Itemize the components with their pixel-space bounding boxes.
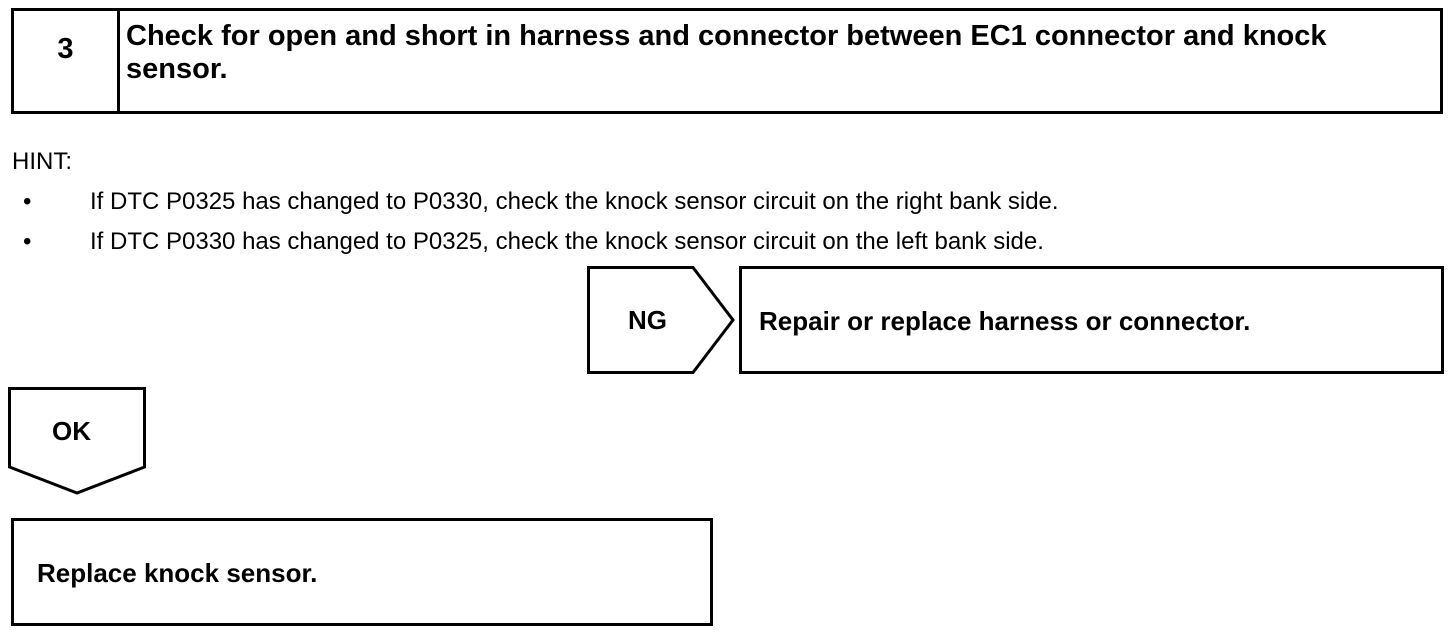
hint-item-2: If DTC P0330 has changed to P0325, check…: [90, 228, 1044, 255]
step-header-box: 3: [11, 8, 1443, 114]
step-title: Check for open and short in harness and …: [126, 20, 1327, 85]
bullet-icon: •: [23, 228, 32, 255]
bullet-icon: •: [23, 188, 32, 215]
ok-arrow-shape: [8, 387, 146, 495]
ok-label: OK: [52, 416, 91, 446]
step-number: 3: [14, 11, 120, 111]
ng-action-box: [739, 266, 1444, 374]
ok-action-box: [11, 518, 713, 626]
ng-label: NG: [628, 305, 667, 335]
hint-label: HINT:: [12, 148, 72, 175]
hint-item-1: If DTC P0325 has changed to P0330, check…: [90, 188, 1059, 215]
ng-action-text: Repair or replace harness or connector.: [759, 306, 1251, 336]
ng-arrow-shape: [587, 266, 735, 374]
ok-action-text: Replace knock sensor.: [37, 558, 318, 588]
